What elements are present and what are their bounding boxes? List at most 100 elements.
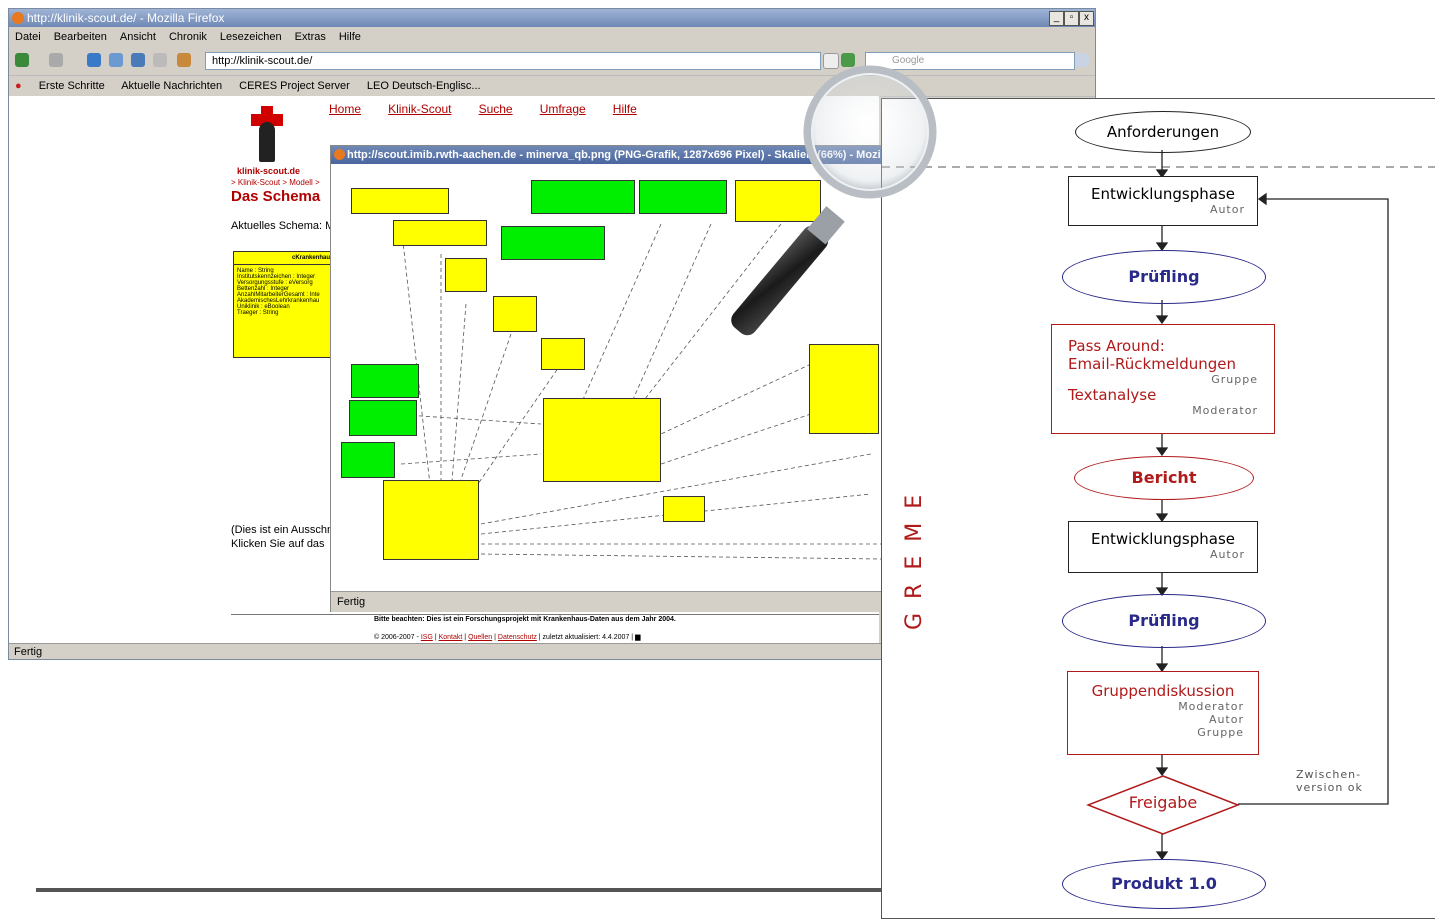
nav-hilfe[interactable]: Hilfe — [612, 102, 637, 116]
nav-home[interactable]: Home — [329, 102, 362, 116]
footer-link-quellen[interactable]: Quellen — [468, 634, 493, 641]
bookmark-erste-schritte[interactable]: Erste Schritte — [38, 80, 105, 92]
class-box-krankenhaus: cKrankenhau Name : String Institutskennz… — [233, 251, 335, 358]
popup-title: http://scout.imib.rwth-aachen.de - miner… — [347, 149, 891, 161]
uml-class-box — [493, 296, 537, 332]
bookmark-aktuelle-nachrichten[interactable]: Aktuelle Nachrichten — [121, 80, 223, 92]
menu-datei[interactable]: Datei — [15, 31, 41, 43]
footer-link-isg[interactable]: ISG — [420, 634, 433, 641]
node-freigabe: Freigabe — [1128, 793, 1198, 812]
node-freigabe-shape — [1086, 775, 1240, 835]
class-attr: Uniklinik : eBoolean — [237, 304, 290, 310]
class-attr: Name : String — [237, 268, 274, 274]
uml-class-box — [351, 364, 419, 398]
class-attr: Versorgungsstufe : eVersorg — [237, 280, 313, 286]
magnifier-icon — [731, 65, 937, 336]
menu-chronik[interactable]: Chronik — [168, 31, 207, 43]
uml-class-box — [393, 220, 487, 246]
popup-titlebar: http://scout.imib.rwth-aachen.de - miner… — [331, 146, 891, 164]
footer-link-kontakt[interactable]: Kontakt — [438, 634, 463, 641]
popup-status-text: Fertig — [337, 596, 366, 608]
uml-class-box — [383, 480, 479, 560]
node-anforderungen: Anforderungen — [1075, 111, 1251, 153]
navigation-toolbar: http://klinik-scout.de/ Google — [9, 48, 1095, 74]
class-box-title: cKrankenhau — [234, 252, 334, 265]
forward-icon[interactable] — [49, 53, 63, 67]
greme-side-label: GREME — [902, 480, 927, 630]
class-box-attrs: Name : String Institutskennzeichen : Int… — [234, 265, 334, 319]
nav-umfrage[interactable]: Umfrage — [539, 102, 586, 116]
uml-class-box — [349, 400, 417, 436]
status-bar: Fertig — [9, 643, 884, 660]
node-gruppendiskussion: Gruppendiskussion Moderator Autor Gruppe — [1067, 671, 1259, 755]
logo-text: klinik-scout.de — [237, 166, 301, 176]
bookmark-ceres[interactable]: CERES Project Server — [239, 80, 350, 92]
url-text: http://klinik-scout.de/ — [212, 55, 313, 67]
uml-class-box — [809, 344, 879, 434]
popup-status-bar: Fertig — [331, 591, 891, 612]
uml-class-box — [541, 338, 585, 370]
go-icon[interactable] — [841, 53, 855, 67]
bookmark-leo[interactable]: LEO Deutsch-Englisc... — [366, 80, 481, 92]
stop-icon[interactable] — [153, 53, 167, 67]
logo-figure — [259, 122, 275, 162]
search-input[interactable]: Google — [865, 52, 1075, 70]
uml-class-box — [639, 180, 727, 214]
footer-updated: | zuletzt aktualisiert: 4.4.2007 | — [538, 634, 634, 641]
nav-suche[interactable]: Suche — [478, 102, 513, 116]
menu-extras[interactable]: Extras — [294, 31, 326, 43]
print-icon[interactable]: ▆ — [635, 634, 641, 641]
uml-connector-lines — [390, 223, 882, 560]
footer-notice: Bitte beachten: Dies ist ein Forschungsp… — [374, 616, 676, 623]
maximize-button[interactable]: ▫ — [1064, 11, 1079, 26]
footer-divider — [231, 614, 879, 615]
search-icon[interactable] — [1075, 53, 1089, 67]
menu-bearbeiten[interactable]: Bearbeiten — [53, 31, 107, 43]
toolbar-icon-1[interactable] — [109, 53, 123, 67]
node-entwicklungsphase-label: Entwicklungsphase — [1090, 185, 1236, 203]
class-attr: AkademischesLehrkrankenhau — [237, 298, 320, 304]
url-input[interactable]: http://klinik-scout.de/ — [205, 52, 821, 70]
back-icon[interactable] — [15, 53, 29, 67]
uml-class-box — [735, 180, 821, 222]
class-attr: Traeger : String — [237, 310, 279, 316]
uml-class-box — [663, 496, 705, 522]
minimize-button[interactable]: _ — [1049, 11, 1064, 26]
node-pruefling-2: Prüfling — [1062, 594, 1266, 648]
node-entwicklungsphase-label: Entwicklungsphase — [1090, 530, 1236, 548]
home-icon[interactable] — [177, 53, 191, 67]
node-produkt: Produkt 1.0 — [1062, 859, 1266, 909]
gruppendiskussion-title: Gruppendiskussion — [1091, 682, 1235, 700]
node-role: Gruppe — [1211, 373, 1258, 386]
node-pruefling-1: Prüfling — [1062, 250, 1266, 304]
node-role: Autor — [1209, 548, 1245, 561]
node-role: Gruppe — [1197, 726, 1244, 739]
menu-lesezeichen[interactable]: Lesezeichen — [219, 31, 282, 43]
uml-class-box — [341, 442, 395, 478]
page-title: Das Schema — [231, 188, 321, 205]
label-zwischenversion: Zwischen- version ok — [1296, 768, 1386, 794]
footer-link-datenschutz[interactable]: Datenschutz — [497, 634, 537, 641]
menu-ansicht[interactable]: Ansicht — [119, 31, 156, 43]
nav-klinik-scout[interactable]: Klinik-Scout — [388, 102, 452, 116]
menu-hilfe[interactable]: Hilfe — [338, 31, 361, 43]
class-attr: Institutskennzeichen : Integer — [237, 274, 316, 280]
note-line-1: (Dies ist ein Ausschn — [231, 524, 334, 536]
uml-class-box — [351, 188, 449, 214]
reload-icon[interactable] — [87, 53, 101, 67]
node-role: Autor — [1209, 203, 1245, 216]
current-schema-label: Aktuelles Schema: M — [231, 220, 335, 232]
browser-title: http://klinik-scout.de/ - Mozilla Firefo… — [27, 11, 225, 25]
node-role: Autor — [1208, 713, 1244, 726]
node-bericht: Bericht — [1074, 456, 1254, 500]
uml-class-box — [531, 180, 635, 214]
close-button[interactable]: x — [1079, 11, 1094, 26]
note-line-2: Klicken Sie auf das — [231, 538, 325, 550]
node-role: Moderator — [1178, 700, 1244, 713]
site-logo[interactable]: klinik-scout.de — [237, 106, 301, 176]
pass-around-title: Pass Around: — [1068, 337, 1165, 355]
node-entwicklungsphase-2: Entwicklungsphase Autor — [1068, 521, 1258, 573]
url-dropdown-icon[interactable] — [823, 53, 839, 69]
toolbar-icon-2[interactable] — [131, 53, 145, 67]
node-pass-around: Pass Around: Email-Rückmeldungen Gruppe … — [1051, 324, 1275, 434]
